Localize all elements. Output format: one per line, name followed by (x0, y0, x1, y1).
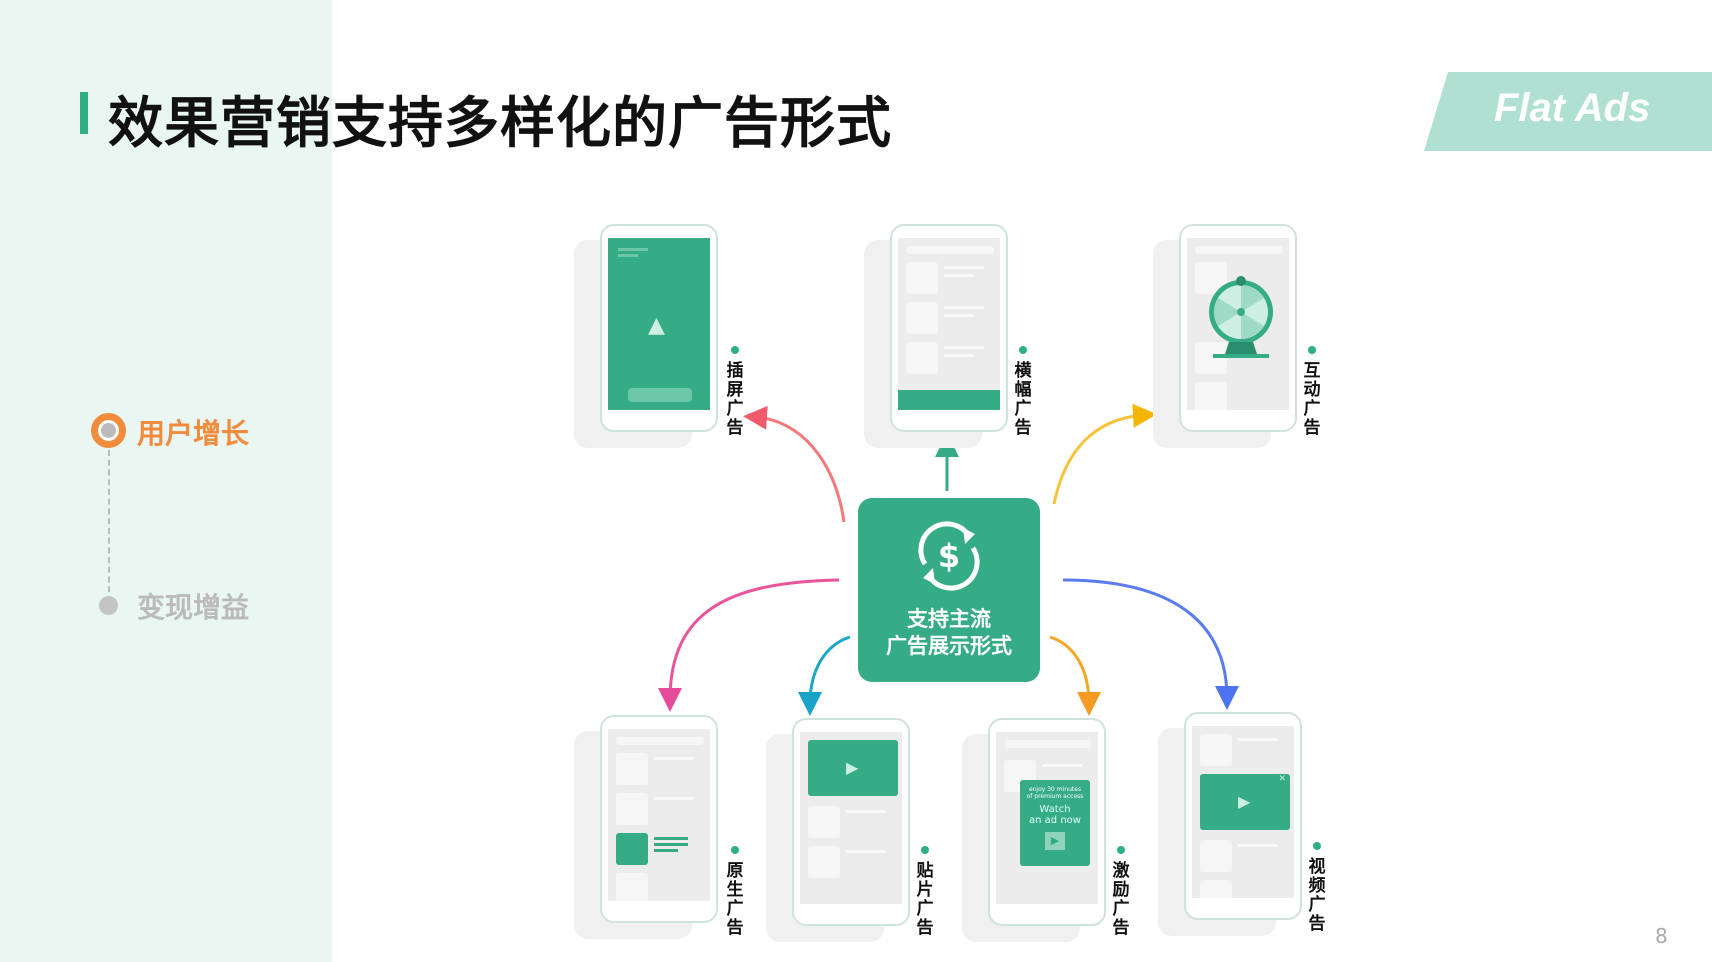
label-video: 视频广告 (1306, 842, 1328, 934)
label-native: 原生广告 (724, 846, 746, 938)
page-title: 效果营销支持多样化的广告形式 (108, 91, 893, 155)
arrow-interactive (1052, 403, 1157, 505)
svg-text:$: $ (938, 537, 960, 575)
label-interstitial: 插屏广告 (724, 346, 746, 438)
arrow-preroll (798, 635, 851, 716)
label-rewarded: 激励广告 (1110, 846, 1132, 938)
native-ad-image (616, 833, 648, 865)
page-number: 8 (1655, 924, 1668, 948)
phone-video: ▶ ✕ (1184, 712, 1302, 920)
active-step-icon (91, 413, 126, 448)
arrow-rewarded (1049, 635, 1101, 716)
label-preroll: 贴片广告 (914, 846, 936, 938)
phone-banner (890, 224, 1008, 432)
rewarded-ad-card: enjoy 30 minutes of premium access Watch… (1020, 780, 1090, 866)
arrow-interstitial (743, 405, 846, 523)
play-button-icon: ▶ (1045, 832, 1065, 850)
banner-ad (898, 390, 1000, 410)
play-icon: ▶ (1238, 792, 1251, 811)
phone-interstitial: ▲ (600, 224, 718, 432)
sidebar-item-user-growth[interactable]: 用户增长 (137, 417, 250, 450)
sidebar-item-monetization[interactable]: 变现增益 (137, 591, 250, 624)
preroll-video-ad: ▶ (808, 740, 898, 796)
phone-native (600, 715, 718, 923)
label-interactive: 互动广告 (1301, 346, 1323, 438)
arrow-video (1062, 578, 1239, 710)
center-title-line2: 广告展示形式 (886, 634, 1012, 658)
rewarded-subtext-1: enjoy 30 minutes (1028, 786, 1082, 793)
timeline-divider (108, 450, 110, 602)
brand-logo-text: Flat Ads (1494, 86, 1651, 130)
play-icon: ▶ (846, 758, 859, 777)
image-icon: ▲ (648, 313, 665, 338)
close-icon: ✕ (1278, 774, 1286, 784)
prize-wheel-icon (1209, 276, 1273, 358)
phone-preroll: ▶ (792, 718, 910, 926)
left-panel (0, 0, 332, 962)
center-title-line1: 支持主流 (907, 607, 991, 631)
video-ad: ▶ ✕ (1200, 774, 1290, 830)
rewarded-cta-2: an ad now (1029, 815, 1081, 826)
rewarded-cta-1: Watch (1039, 804, 1071, 815)
brand-badge: Flat Ads (1424, 72, 1712, 151)
phone-rewarded: enjoy 30 minutes of premium access Watch… (988, 718, 1106, 926)
phone-interactive (1179, 224, 1297, 432)
title-accent-bar (80, 92, 88, 134)
dollar-exchange-icon: $ (918, 521, 980, 591)
arrow-native (658, 578, 840, 712)
rewarded-subtext-2: of premium access (1026, 793, 1084, 800)
inactive-step-icon (99, 596, 118, 615)
label-banner: 横幅广告 (1012, 346, 1034, 438)
center-ad-formats-box: $ 支持主流广告展示形式 (858, 498, 1040, 682)
